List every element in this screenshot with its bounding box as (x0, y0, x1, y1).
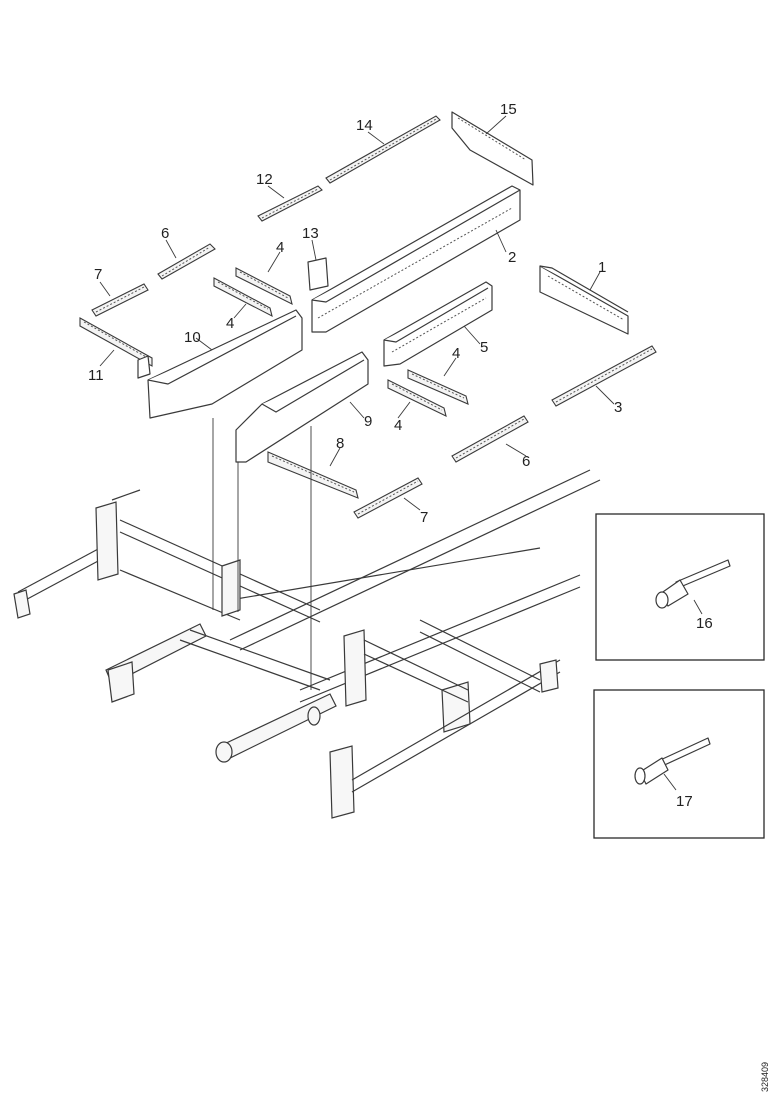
part-7-bracket-top (91, 283, 149, 317)
inset-rivet-16: 16 (595, 513, 765, 661)
part-4-bracket-lower-b (387, 379, 447, 418)
part-15-end-cap (451, 111, 534, 186)
chassis-frame (13, 469, 601, 819)
part-4-bracket-lower-a (407, 369, 469, 405)
callout-10: 10 (184, 329, 201, 346)
callout-12: 12 (256, 171, 273, 188)
part-6-bracket-top (157, 243, 216, 280)
callout-4-b: 4 (226, 315, 234, 332)
callout-3: 3 (614, 399, 622, 416)
callout-4-d: 4 (394, 417, 402, 434)
reference-number: 328409 (760, 1062, 770, 1092)
part-4-bracket-upper-a (235, 267, 293, 306)
part-8-bracket (267, 451, 359, 499)
part-12-strip (257, 185, 323, 222)
callout-7-lower: 7 (420, 509, 428, 526)
callout-4-c: 4 (452, 345, 460, 362)
callouts: 15 14 12 13 6 7 4 4 11 10 2 1 5 4 4 3 9 … (88, 101, 622, 526)
part-14-strip (325, 115, 441, 184)
callout-5: 5 (480, 339, 488, 356)
callout-4-a: 4 (276, 239, 284, 256)
part-5-beam (383, 281, 493, 367)
callout-6-lower: 6 (522, 453, 530, 470)
part-2-main-beam (311, 185, 521, 333)
part-9-angled-plate (235, 351, 369, 463)
callout-8: 8 (336, 435, 344, 452)
inset-rivet-17: 17 (593, 689, 765, 839)
callout-6-top: 6 (161, 225, 169, 242)
part-11-side-rail (79, 317, 153, 379)
callout-17: 17 (676, 793, 693, 810)
part-3-strip (551, 345, 657, 407)
callout-7-top: 7 (94, 266, 102, 283)
part-13-plate (307, 257, 329, 291)
part-6-bracket-lower (451, 415, 529, 463)
callout-13: 13 (302, 225, 319, 242)
part-7-bracket-lower (353, 477, 423, 519)
callout-2: 2 (508, 249, 516, 266)
part-1-end-plate (539, 265, 629, 335)
callout-16: 16 (696, 615, 713, 632)
part-10-angled-plate (147, 309, 303, 419)
part-4-bracket-upper-b (213, 277, 273, 318)
callout-14: 14 (356, 117, 373, 134)
callout-9: 9 (364, 413, 372, 430)
callout-11: 11 (88, 367, 104, 384)
leader-lines (99, 115, 615, 511)
callout-15: 15 (500, 101, 517, 118)
callout-1: 1 (598, 259, 606, 276)
